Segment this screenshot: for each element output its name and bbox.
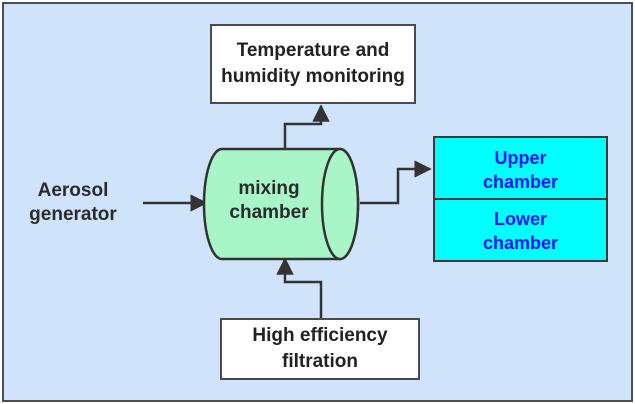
high-efficiency-filtration-box: High efficiency filtration bbox=[220, 318, 420, 380]
upper-chamber-label-line1: Upper bbox=[494, 148, 547, 168]
temperature-humidity-monitor-box: Temperature and humidity monitoring bbox=[210, 24, 416, 104]
arrow-mixing-to-monitoring bbox=[283, 104, 330, 150]
arrow-filtration-to-mixing bbox=[276, 257, 323, 318]
aerosol-label-line2: generator bbox=[29, 204, 117, 225]
mixing-chamber-label: mixing chamber bbox=[214, 177, 324, 225]
monitor-label-line1: Temperature and bbox=[236, 40, 390, 61]
arrow-mixing-to-chambers bbox=[360, 160, 432, 205]
aerosol-label-line1: Aerosol bbox=[37, 180, 109, 201]
aerosol-generator-label: Aerosol generator bbox=[14, 179, 132, 227]
lower-chamber-label-line1: Lower bbox=[493, 209, 547, 229]
mixing-chamber-cylinder bbox=[202, 147, 360, 261]
filtration-label-line1: High efficiency bbox=[252, 325, 388, 346]
upper-chamber-box: Upper chamber bbox=[433, 136, 608, 200]
lower-chamber-box: Lower chamber bbox=[433, 198, 608, 262]
upper-chamber-label-line2: chamber bbox=[482, 172, 559, 192]
filtration-label-line2: filtration bbox=[282, 351, 358, 372]
monitor-label-line2: humidity monitoring bbox=[221, 66, 405, 87]
lower-chamber-label-line2: chamber bbox=[482, 233, 559, 253]
mixing-label-line1: mixing bbox=[238, 178, 300, 199]
mixing-label-line2: chamber bbox=[229, 202, 309, 223]
